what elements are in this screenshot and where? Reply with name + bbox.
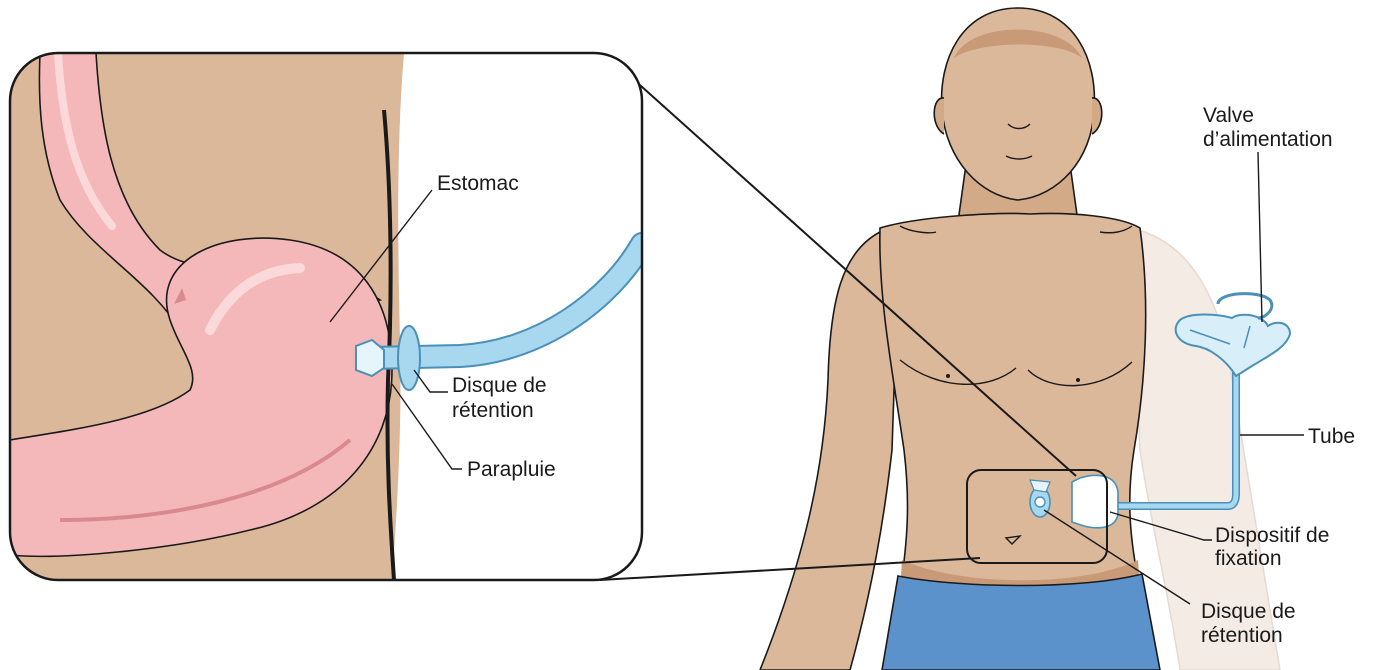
pants [882,574,1160,670]
label-feeding-valve-2: d’alimentation [1203,128,1333,151]
label-fixation-device-1: Dispositif de [1215,524,1329,547]
label-body-retention-disc-2: rétention [1201,624,1283,647]
torso [880,214,1146,590]
label-umbrella: Parapluie [467,458,556,481]
label-inset-retention-disc-1: Disque de [452,374,547,397]
label-body-retention-disc-1: Disque de [1201,600,1296,623]
inset-panel [10,53,642,580]
outside-body [392,53,642,580]
left-arm [760,232,896,670]
label-feeding-valve-1: Valve [1203,104,1254,127]
inset-retention-disc [398,326,420,390]
label-stomach: Estomac [437,172,519,195]
label-tube: Tube [1308,425,1355,448]
fixation-device [1072,475,1118,527]
label-inset-retention-disc-2: rétention [452,399,534,422]
inset-umbrella [356,340,384,376]
label-fixation-device-2: fixation [1215,547,1282,570]
